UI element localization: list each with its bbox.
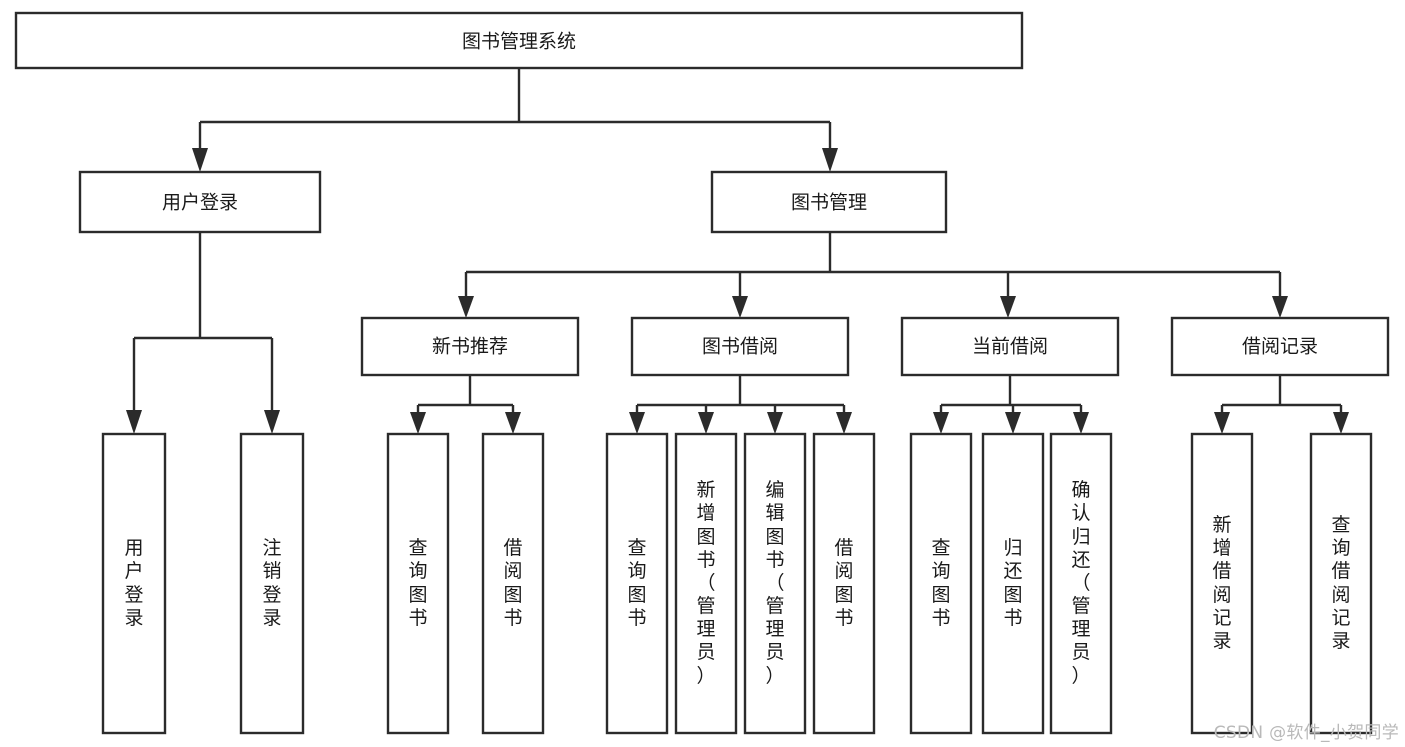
node-new-book-recommend[interactable]: 新书推荐 — [360, 316, 580, 377]
leaf-box-logout[interactable] — [239, 432, 305, 735]
node-user-login-label: 用户登录 — [162, 192, 238, 214]
node-book-manage[interactable]: 图书管理 — [710, 170, 948, 234]
node-current-borrow-label: 当前借阅 — [972, 336, 1048, 358]
arrow-to-leaf-borrow-book-2 — [836, 412, 852, 434]
arrow-to-leaf-query-book-3 — [933, 412, 949, 434]
node-root[interactable]: 图书管理系统 — [14, 11, 1024, 70]
leaf-box-borrow-book-2[interactable] — [812, 432, 876, 735]
arrow-to-leaf-logout — [264, 410, 280, 434]
arrow-to-leaf-query-book-2 — [629, 412, 645, 434]
arrow-to-leaf-borrow-book-1 — [505, 412, 521, 434]
arrow-to-current-borrow — [1000, 296, 1016, 318]
node-new-book-recommend-box[interactable] — [360, 316, 580, 377]
arrow-to-leaf-query-record — [1333, 412, 1349, 434]
node-root-label: 图书管理系统 — [462, 31, 576, 53]
leaf-box-return-book[interactable] — [981, 432, 1045, 735]
leaf-boxes — [101, 432, 1373, 735]
csdn-watermark: CSDN @软件_小贺同学 — [1213, 723, 1399, 743]
arrow-to-new-book-rec — [458, 296, 474, 318]
leaf-box-add-record[interactable] — [1190, 432, 1254, 735]
node-book-borrow[interactable]: 图书借阅 — [630, 316, 850, 377]
connectors — [126, 68, 1349, 434]
arrow-to-leaf-add-book — [698, 412, 714, 434]
node-new-book-recommend-label: 新书推荐 — [432, 336, 508, 358]
leaf-box-query-book-2[interactable] — [605, 432, 669, 735]
arrow-to-leaf-user-login — [126, 410, 142, 434]
arrow-to-borrow-record — [1272, 296, 1288, 318]
leaf-box-query-book-1[interactable] — [386, 432, 450, 735]
node-user-login-box[interactable] — [78, 170, 322, 234]
arrow-to-leaf-query-book-1 — [410, 412, 426, 434]
arrow-to-leaf-confirm-return — [1073, 412, 1089, 434]
node-borrow-record-box[interactable] — [1170, 316, 1390, 377]
leaf-box-user-login[interactable] — [101, 432, 167, 735]
node-borrow-record[interactable]: 借阅记录 — [1170, 316, 1390, 377]
node-root-box[interactable] — [14, 11, 1024, 70]
leaf-box-query-record[interactable] — [1309, 432, 1373, 735]
node-book-manage-box[interactable] — [710, 170, 948, 234]
node-book-borrow-box[interactable] — [630, 316, 850, 377]
leaf-box-add-book[interactable] — [674, 432, 738, 735]
leaf-box-edit-book[interactable] — [743, 432, 807, 735]
node-user-login[interactable]: 用户登录 — [78, 170, 322, 234]
node-book-borrow-label: 图书借阅 — [702, 336, 778, 358]
arrow-to-book-manage — [822, 148, 838, 172]
node-current-borrow-box[interactable] — [900, 316, 1120, 377]
leaf-box-query-book-3[interactable] — [909, 432, 973, 735]
node-borrow-record-label: 借阅记录 — [1242, 336, 1318, 358]
arrow-to-leaf-return-book — [1005, 412, 1021, 434]
arrow-to-book-borrow — [732, 296, 748, 318]
arrow-to-leaf-add-record — [1214, 412, 1230, 434]
leaf-box-confirm-return[interactable] — [1049, 432, 1113, 735]
node-book-manage-label: 图书管理 — [791, 192, 867, 214]
node-current-borrow[interactable]: 当前借阅 — [900, 316, 1120, 377]
arrow-to-user-login — [192, 148, 208, 172]
arrow-to-leaf-edit-book — [767, 412, 783, 434]
leaf-box-borrow-book-1[interactable] — [481, 432, 545, 735]
